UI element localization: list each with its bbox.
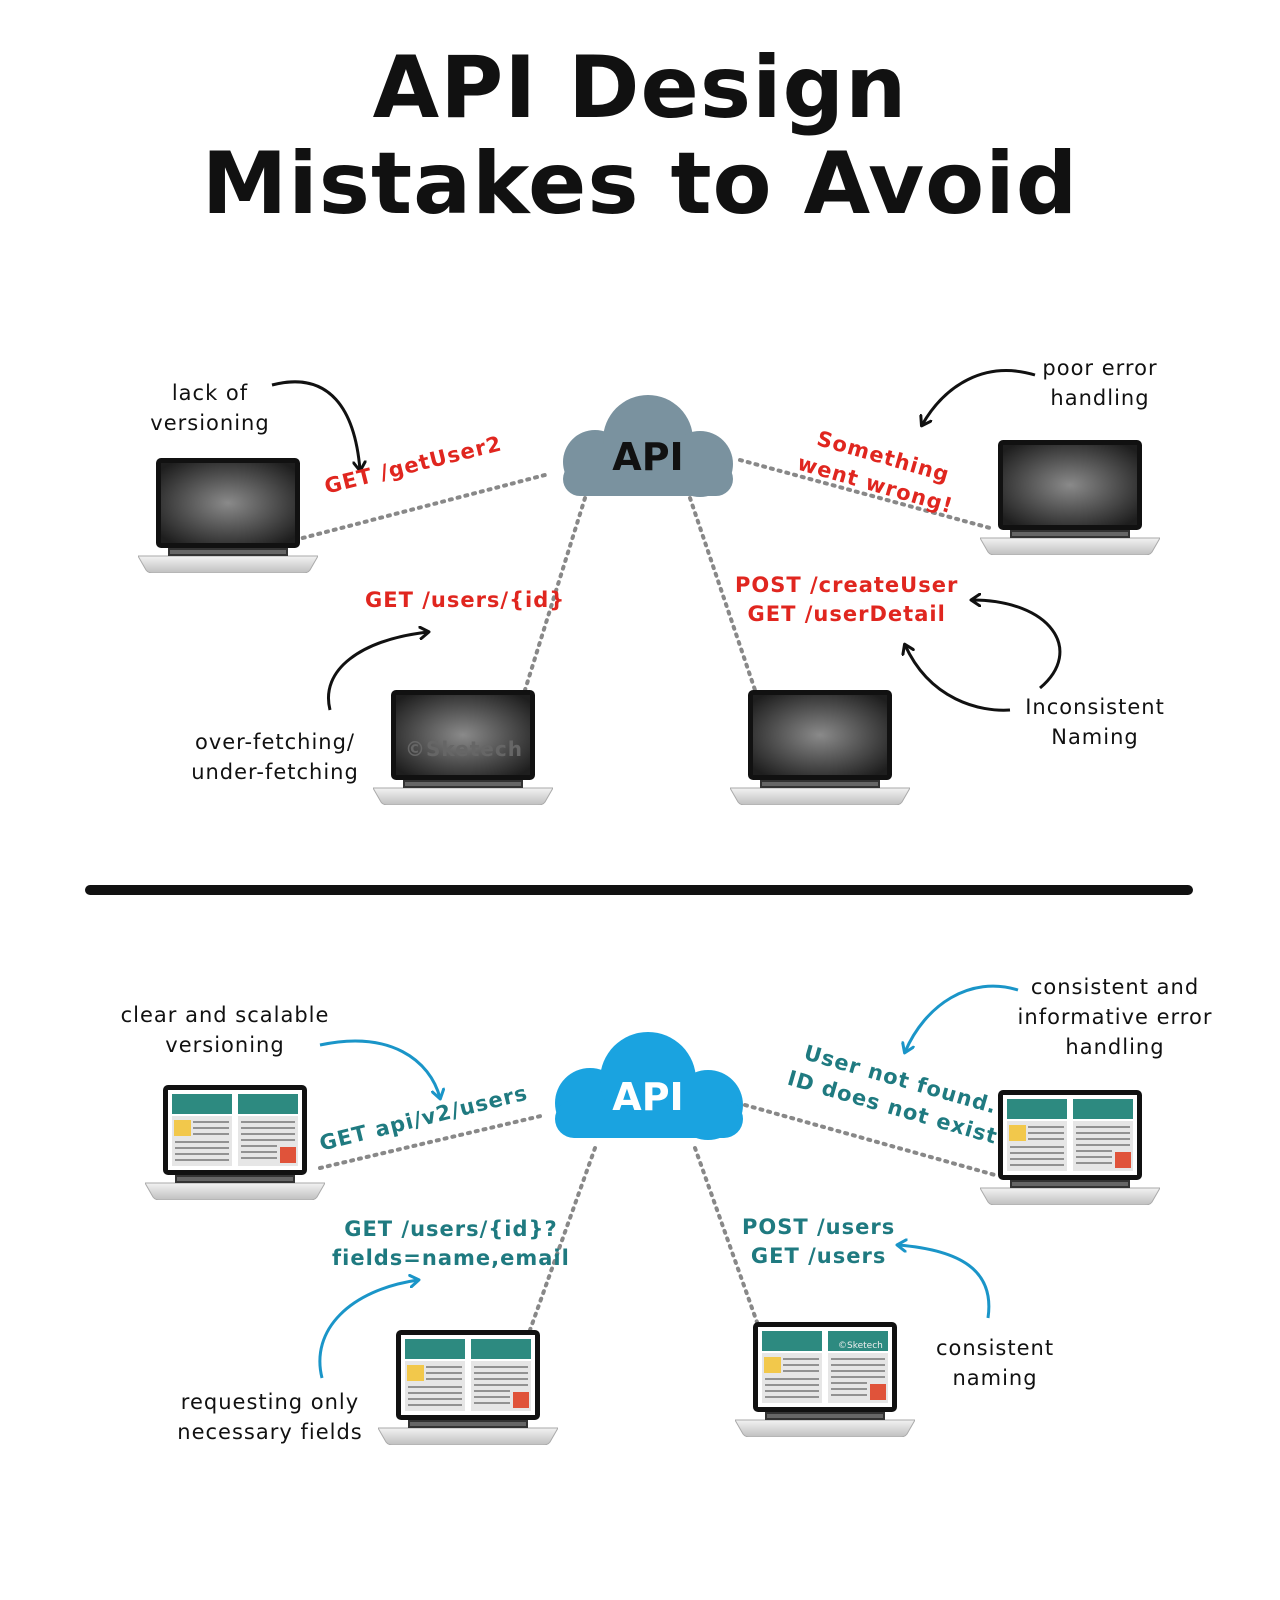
label-inconsistent-naming: Inconsistent Naming <box>1010 692 1180 752</box>
good-connection-lines <box>318 1103 997 1332</box>
request-consistent-endpoints: POST /users GET /users <box>742 1213 895 1271</box>
label-clear-scalable-versioning: clear and scalable versioning <box>105 1000 345 1060</box>
label-line: handling <box>1065 1035 1165 1059</box>
label-line: versioning <box>165 1033 285 1057</box>
laptop-good-top-right <box>980 1090 1160 1205</box>
label-line: versioning <box>150 411 270 435</box>
label-line: consistent <box>935 1336 1055 1360</box>
watermark-small: ©Sketech <box>838 1341 883 1351</box>
arrow-necessary-fields <box>318 1280 418 1379</box>
watermark: ©Sketech <box>405 737 523 761</box>
laptop-bad-top-left <box>138 458 318 573</box>
page-title-line-1: API Design <box>372 38 908 138</box>
label-line: necessary fields <box>177 1420 363 1444</box>
label-line: consistent and <box>1030 975 1200 999</box>
label-requesting-necessary-fields: requesting only necessary fields <box>160 1387 380 1447</box>
arrow-over-fetching <box>327 632 428 711</box>
label-line: over-fetching/ <box>194 730 355 754</box>
laptop-good-top-left <box>145 1085 325 1200</box>
arrow-informative-errors <box>905 984 1019 1052</box>
label-informative-error-handling: consistent and informative error handlin… <box>1000 972 1230 1062</box>
arrow-consistent-naming <box>898 1245 991 1319</box>
label-consistent-naming: consistent naming <box>920 1333 1070 1393</box>
arrow-inconsistent-naming-1 <box>905 645 1011 712</box>
request-line: fields=name,email <box>332 1246 570 1270</box>
request-line: GET /userDetail <box>747 602 946 626</box>
label-line: naming <box>952 1366 1038 1390</box>
label-lack-of-versioning: lack of versioning <box>140 378 280 438</box>
laptop-bad-bottom-right <box>730 690 910 805</box>
section-divider <box>85 885 1193 895</box>
request-get-users-id-fields: GET /users/{id}? fields=name,email <box>332 1215 570 1273</box>
label-line: Inconsistent <box>1025 695 1165 719</box>
good-cloud-label: API <box>612 1075 684 1119</box>
arrow-clear-versioning <box>319 1039 440 1098</box>
label-line: clear and scalable <box>120 1003 330 1027</box>
request-line: POST /createUser <box>735 573 959 597</box>
request-line: GET /users <box>750 1244 887 1268</box>
label-poor-error-handling: poor error handling <box>1030 353 1170 413</box>
label-line: under-fetching <box>191 760 359 784</box>
request-inconsistent-endpoints: POST /createUser GET /userDetail <box>735 571 958 629</box>
label-line: handling <box>1050 386 1150 410</box>
good-api-cloud <box>555 1032 743 1140</box>
page-title-line-2: Mistakes to Avoid <box>201 134 1079 234</box>
arrow-lack-of-versioning <box>271 380 360 470</box>
bad-cloud-label: API <box>612 435 684 479</box>
bad-connection-lines <box>293 458 992 692</box>
request-get-users-id: GET /users/{id} <box>365 588 566 612</box>
label-over-under-fetching: over-fetching/ under-fetching <box>175 727 375 787</box>
arrow-poor-error-handling <box>922 369 1036 425</box>
label-line: lack of <box>171 381 249 405</box>
arrow-inconsistent-naming-2 <box>972 600 1062 690</box>
bad-api-cloud <box>563 395 733 497</box>
label-line: Naming <box>1051 725 1139 749</box>
label-line: poor error <box>1042 356 1158 380</box>
request-line: POST /users <box>742 1215 896 1239</box>
laptop-good-bottom-left <box>378 1330 558 1445</box>
label-line: informative error <box>1017 1005 1213 1029</box>
laptop-good-bottom-right <box>735 1322 915 1437</box>
laptop-bad-top-right <box>980 440 1160 555</box>
request-line: GET /users/{id}? <box>344 1217 558 1241</box>
label-line: requesting only <box>180 1390 360 1414</box>
